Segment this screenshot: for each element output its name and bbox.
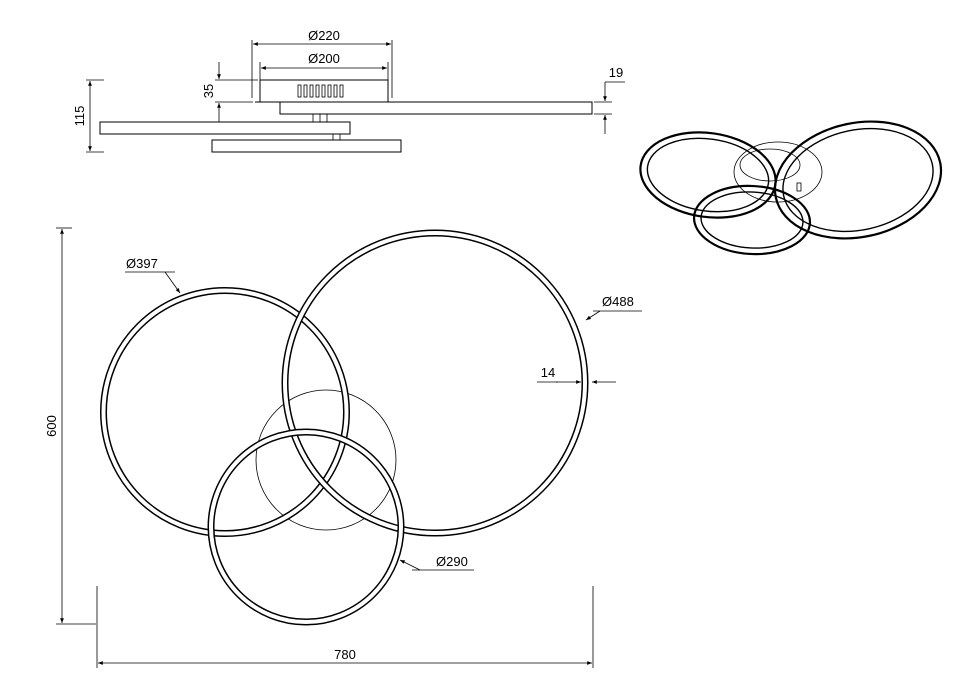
ring-side-lower [211, 139, 402, 153]
ring-side-middle [99, 121, 351, 135]
leader-290 [399, 559, 421, 571]
perspective-view [639, 120, 943, 256]
perspective-ring-small-inner [700, 191, 804, 249]
canopy-vents [297, 84, 344, 98]
perspective-ring-small [692, 184, 812, 256]
canopy [259, 79, 389, 103]
dim-label-290: Ø290 [436, 554, 468, 569]
dim-label-19: 19 [609, 65, 623, 80]
dim-label-220: Ø220 [308, 28, 340, 43]
ring-side-upper [279, 101, 593, 115]
dim-label-397: Ø397 [126, 256, 158, 271]
perspective-ring-medium [639, 131, 777, 219]
dim-label-780: 780 [334, 647, 356, 662]
dim-label-600: 600 [44, 415, 59, 437]
ring-290-hollow [209, 430, 403, 624]
perspective-ring-large [773, 120, 943, 240]
dim-label-14: 14 [541, 365, 555, 380]
leader-488 [585, 310, 601, 321]
perspective-ring-large-inner [782, 127, 934, 233]
perspective-ring-medium-inner [646, 137, 770, 213]
dim-label-35: 35 [201, 84, 216, 98]
side-view: Ø220 Ø200 35 115 19 [72, 28, 625, 153]
ring-488-hollow [283, 231, 587, 535]
leader-397 [164, 271, 181, 294]
dim-label-200: Ø200 [308, 51, 340, 66]
ring-397-hollow [101, 288, 349, 536]
perspective-connector [796, 182, 802, 192]
top-canopy [255, 389, 397, 531]
perspective-canopy-top [739, 148, 801, 182]
dim-label-115: 115 [72, 106, 87, 127]
top-view: Ø397 Ø488 Ø290 14 600 780 [44, 227, 642, 668]
dim-label-488: Ø488 [602, 294, 634, 309]
